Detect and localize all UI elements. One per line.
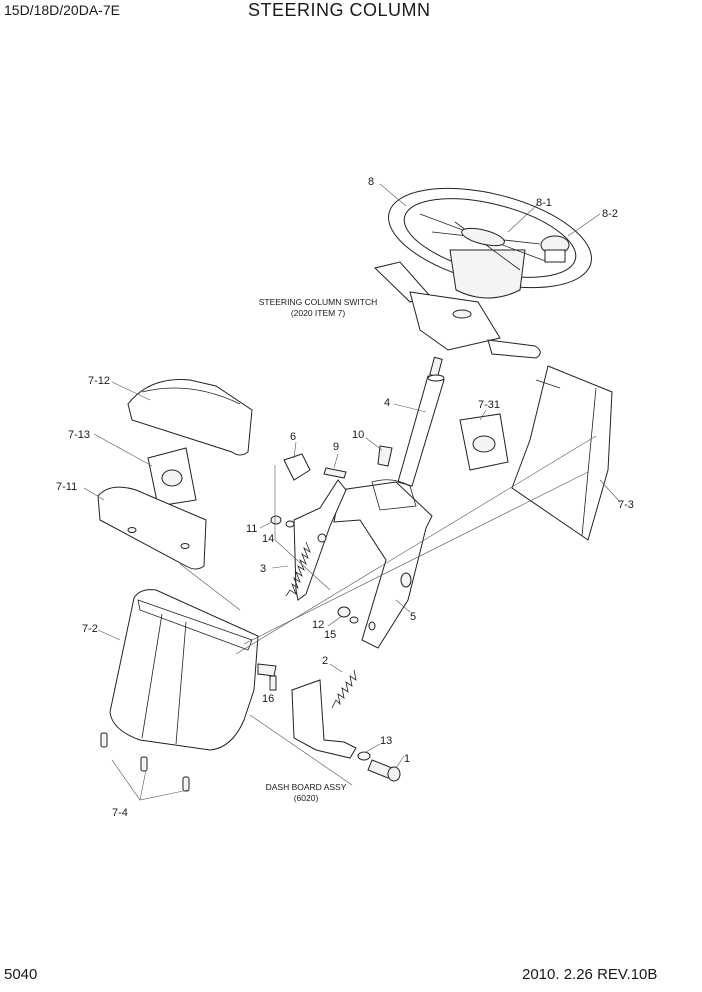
- assembly-guide-lines: [111, 435, 597, 801]
- callout-7-31: 7-31: [478, 399, 500, 411]
- revision-date: 2010. 2.26 REV.10B: [522, 966, 658, 983]
- callout-16: 16: [262, 693, 274, 705]
- callout-4: 4: [384, 397, 390, 409]
- column-shaft: [397, 356, 445, 487]
- bolt-9: [323, 467, 347, 479]
- bracket-lever: [293, 479, 347, 601]
- bracket-6: [283, 453, 311, 481]
- washer-14: [285, 520, 295, 528]
- callout-6: 6: [290, 431, 296, 443]
- callout-15: 15: [324, 629, 336, 641]
- note-switch-line2: (2020 ITEM 7): [291, 308, 345, 318]
- callout-11: 11: [246, 523, 257, 535]
- callout-7-12: 7-12: [88, 375, 110, 387]
- page-title: STEERING COLUMN: [248, 0, 431, 20]
- horn-knob: [540, 235, 570, 263]
- callout-8-2: 8-2: [602, 208, 618, 220]
- nut-11: [270, 515, 282, 525]
- callout-8-1: 8-1: [536, 197, 552, 209]
- bolt-1: [367, 759, 401, 782]
- callout-5: 5: [410, 611, 416, 623]
- callout-9: 9: [333, 441, 339, 453]
- spring-2: [331, 669, 357, 709]
- callout-12: 12: [312, 619, 324, 631]
- steering-column-switch: [374, 261, 541, 359]
- upper-cover: [127, 379, 253, 456]
- bolt-10: [377, 445, 393, 467]
- callout-leaders: [83, 183, 621, 769]
- nut-12: [337, 606, 351, 618]
- callout-14: 14: [262, 533, 274, 545]
- right-cover: [511, 365, 613, 541]
- callout-7-3: 7-3: [618, 499, 634, 511]
- callout-3: 3: [260, 563, 266, 575]
- washer-13: [357, 751, 371, 761]
- column-bracket: [333, 479, 433, 649]
- lower-clamp: [147, 447, 197, 507]
- cover-screws: [100, 732, 190, 792]
- steering-wheel: [388, 187, 592, 299]
- note-dash-line1: DASH BOARD ASSY: [266, 782, 347, 792]
- callout-7-4: 7-4: [112, 807, 128, 819]
- lower-cover: [97, 486, 207, 570]
- washer-15: [349, 616, 359, 624]
- callout-7-11: 7-11: [56, 481, 77, 493]
- spring-3: [285, 541, 311, 597]
- main-cover: [109, 589, 259, 751]
- page-number: 5040: [4, 966, 38, 983]
- pedal-bracket: [291, 679, 357, 759]
- callout-7-2: 7-2: [82, 623, 98, 635]
- callout-8: 8: [368, 176, 374, 188]
- model-code: 15D/18D/20DA-7E: [4, 2, 120, 18]
- note-dash-line2: (6020): [294, 793, 319, 803]
- note-switch-line1: STEERING COLUMN SWITCH: [259, 297, 378, 307]
- clamp-7-31: [459, 413, 509, 471]
- callout-2: 2: [322, 655, 328, 667]
- bolt-16: [257, 663, 277, 691]
- callout-10: 10: [352, 429, 364, 441]
- callout-7-13: 7-13: [68, 429, 90, 441]
- callout-1: 1: [404, 753, 410, 765]
- callout-13: 13: [380, 735, 392, 747]
